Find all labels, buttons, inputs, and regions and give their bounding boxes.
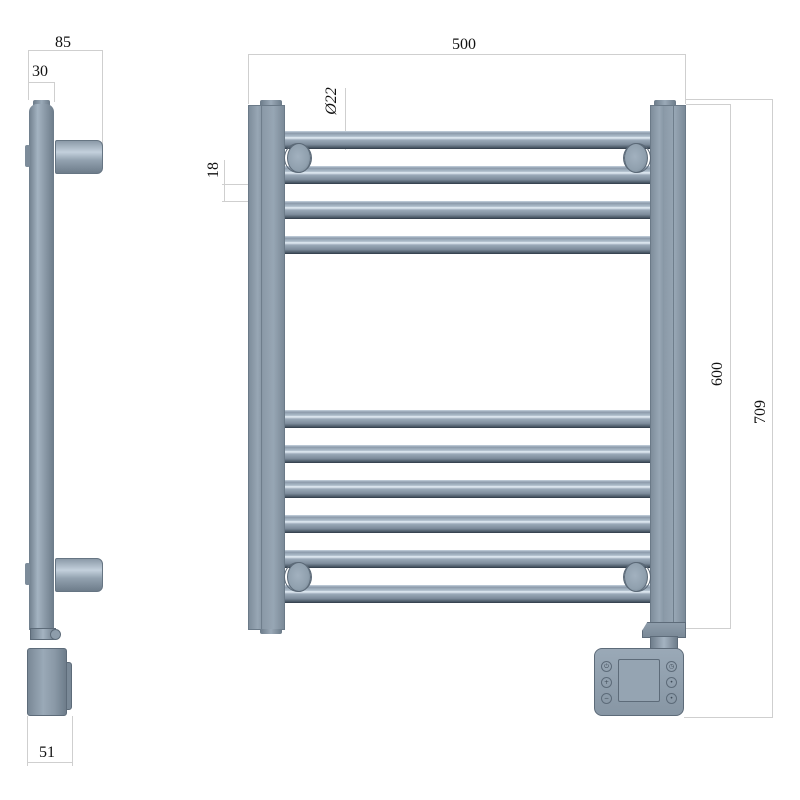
rail-9 <box>285 550 650 568</box>
dim-ext-709-top <box>686 99 773 100</box>
minus-icon[interactable]: − <box>601 693 612 704</box>
dim-ext-51-right <box>72 716 73 766</box>
dim-line-51 <box>27 762 73 763</box>
dim-ext-600-bottom <box>686 628 731 629</box>
dim-ext-500-left <box>248 54 249 104</box>
side-vertical-pipe <box>29 104 54 630</box>
rail-2 <box>285 166 650 184</box>
dim-line-709 <box>772 99 773 718</box>
side-pipe-cap <box>33 100 50 105</box>
dim-label-control-box-depth: 51 <box>39 744 55 761</box>
dim-label-pipe-height: 600 <box>709 362 726 386</box>
control-display <box>618 659 660 702</box>
right-post-top-cap <box>654 100 676 106</box>
wall-bracket-top-left <box>287 143 311 173</box>
power-icon[interactable]: ⏻ <box>601 661 612 672</box>
dim-label-pipe-width: 30 <box>32 63 48 80</box>
left-post-bottom-cap <box>260 629 282 634</box>
left-vertical-post <box>248 105 285 630</box>
timer-icon[interactable]: ◷ <box>666 661 677 672</box>
dim-line-18 <box>224 160 225 202</box>
side-tab-bottom <box>25 563 30 585</box>
wall-bracket-bottom-left <box>287 562 311 592</box>
side-wall-mount-top <box>55 140 103 174</box>
dim-ext-709-bottom <box>684 717 773 718</box>
side-wall-mount-bottom <box>55 558 103 592</box>
rail-8 <box>285 515 650 533</box>
dim-line-85 <box>28 50 103 51</box>
mode-icon[interactable]: • <box>666 693 677 704</box>
right-vertical-post <box>650 105 686 630</box>
rail-1 <box>285 131 650 149</box>
side-control-panel <box>66 662 72 710</box>
wall-bracket-top-right <box>624 143 648 173</box>
dim-line-diameter <box>345 88 346 150</box>
plus-icon[interactable]: + <box>601 677 612 688</box>
dim-line-600 <box>730 104 731 629</box>
side-clip <box>50 629 61 640</box>
dim-ext-500-right <box>685 54 686 104</box>
dim-label-rail-gap: 18 <box>205 162 222 178</box>
dim-label-overall-depth: 85 <box>55 34 71 51</box>
dim-ext-600-top <box>686 104 731 105</box>
dim-line-500 <box>248 54 685 55</box>
dim-ext-right <box>102 50 103 145</box>
set-icon[interactable]: • <box>666 677 677 688</box>
dim-label-width: 500 <box>452 36 476 53</box>
side-control-box <box>27 648 67 716</box>
rail-3 <box>285 201 650 219</box>
dim-label-total-height: 709 <box>752 400 769 424</box>
control-unit: ⏻ + − ◷ • • <box>594 648 684 716</box>
dim-ext-30 <box>54 82 55 102</box>
dim-ext-51-left <box>27 716 28 766</box>
wall-bracket-bottom-right <box>624 562 648 592</box>
dim-label-rail-diameter: Ø22 <box>322 87 340 115</box>
side-tab-top <box>25 145 30 167</box>
rail-6 <box>285 445 650 463</box>
rail-7 <box>285 480 650 498</box>
rail-5 <box>285 410 650 428</box>
rail-10 <box>285 585 650 603</box>
rail-4 <box>285 236 650 254</box>
left-post-top-cap <box>260 100 282 106</box>
dim-ext-left <box>28 50 29 100</box>
dim-line-30 <box>28 82 55 83</box>
